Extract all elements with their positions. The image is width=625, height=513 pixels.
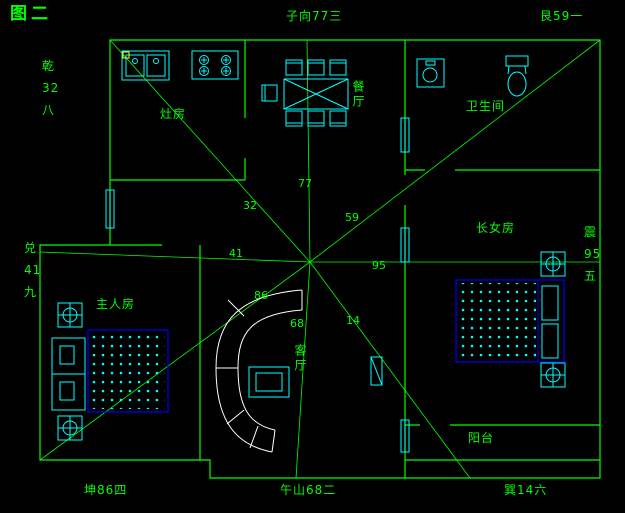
dining-chairs xyxy=(261,59,347,127)
toilet xyxy=(505,55,529,97)
master-bed xyxy=(87,329,169,413)
window-left-wall xyxy=(105,189,115,229)
compass-w-value: 41 xyxy=(24,263,42,277)
door-symbol xyxy=(370,356,383,386)
ray-number-s: 68 xyxy=(290,317,304,330)
sofa xyxy=(215,289,303,453)
compass-w-name: 兑 xyxy=(24,241,38,255)
room-label-daughter: 长女房 xyxy=(476,221,516,235)
ray-number-sw: 86 xyxy=(254,289,268,302)
coffee-table xyxy=(248,366,290,398)
compass-s: 午山68二 xyxy=(280,483,337,497)
compass-nw-star: 八 xyxy=(42,103,56,117)
room-label-master: 主人房 xyxy=(96,297,136,311)
master-wardrobe xyxy=(51,337,86,411)
daughter-bed xyxy=(455,279,565,363)
room-label-dining: 餐厅 xyxy=(351,80,365,110)
ray-number-ne: 59 xyxy=(345,211,359,224)
light-fixture-master-bottom xyxy=(57,415,83,441)
compass-n: 子向77三 xyxy=(286,9,343,23)
compass-se: 巽14六 xyxy=(504,483,548,497)
dining-table xyxy=(283,78,349,110)
room-label-bathroom: 卫生间 xyxy=(466,99,506,113)
figure-title: 图二 xyxy=(10,4,52,24)
compass-e-star: 五 xyxy=(584,269,598,283)
kitchen-sink xyxy=(121,50,170,81)
compass-e-value: 95 xyxy=(584,247,602,261)
outer-walls xyxy=(39,39,601,479)
light-fixture-daughter-bottom xyxy=(540,362,566,388)
ray-number-e: 95 xyxy=(372,259,386,272)
kitchen-stove xyxy=(191,50,239,80)
window-hall-middle xyxy=(400,227,410,263)
ray-number-se: 14 xyxy=(346,314,360,327)
washbasin xyxy=(416,58,445,88)
ray-number-n: 77 xyxy=(298,177,312,190)
window-hall-upper xyxy=(400,117,410,153)
compass-w-star: 九 xyxy=(24,285,38,299)
window-hall-lower xyxy=(400,419,410,453)
compass-nw-name: 乾 xyxy=(42,59,56,73)
light-fixture-daughter-top xyxy=(540,251,566,277)
room-label-balcony: 阳台 xyxy=(468,431,495,445)
compass-e-name: 震 xyxy=(584,225,598,239)
compass-nw-value: 32 xyxy=(42,81,60,95)
ray-number-nw: 32 xyxy=(243,199,257,212)
room-label-kitchen: 灶房 xyxy=(160,107,187,121)
light-fixture-master-top xyxy=(57,302,83,328)
ray-number-w: 41 xyxy=(229,247,243,260)
compass-sw: 坤86四 xyxy=(84,483,128,497)
compass-rays xyxy=(39,39,601,479)
room-label-living: 客厅 xyxy=(293,344,307,374)
compass-ne: 艮59一 xyxy=(540,9,584,23)
